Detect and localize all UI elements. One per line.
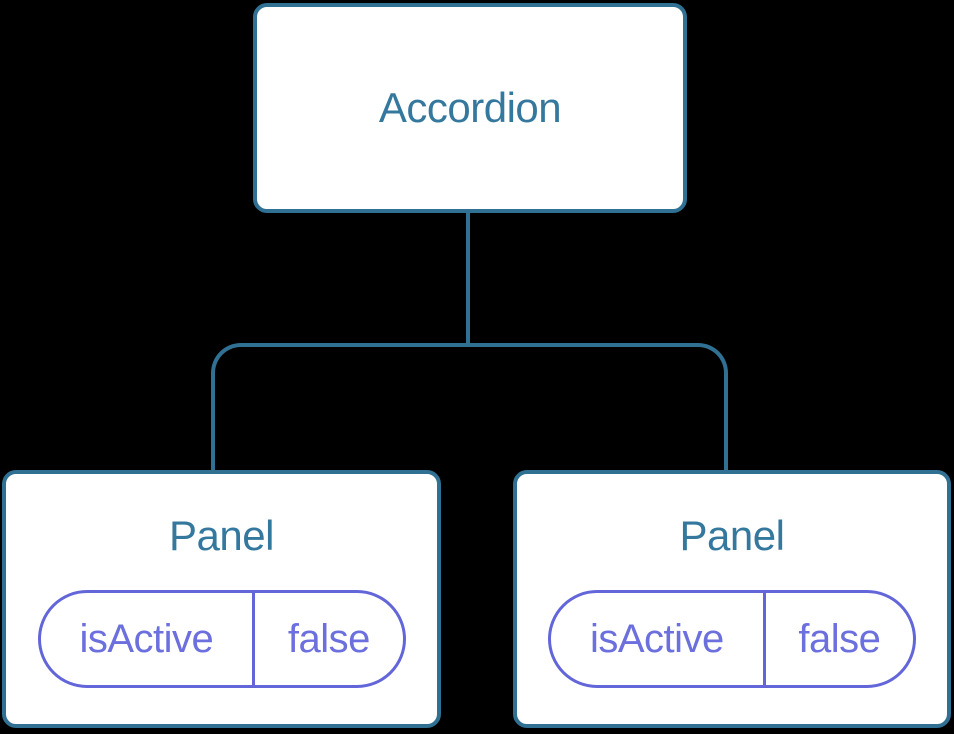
state-pill: isActive false [548,590,916,688]
child-node-label: Panel [169,512,274,559]
child-node-panel-left: Panel isActive false [2,470,441,728]
root-node-label: Accordion [378,84,562,131]
state-value: false [287,616,371,661]
root-node-accordion: Accordion [253,3,687,213]
state-value: false [798,616,881,661]
child-node-label: Panel [679,512,785,559]
connector-branch-bracket [211,343,728,470]
state-key: isActive [551,593,766,685]
state-pill: isActive false [37,590,406,688]
child-node-panel-right: Panel isActive false [513,470,951,728]
state-key: isActive [41,593,256,685]
connector-root-stem [466,210,470,346]
